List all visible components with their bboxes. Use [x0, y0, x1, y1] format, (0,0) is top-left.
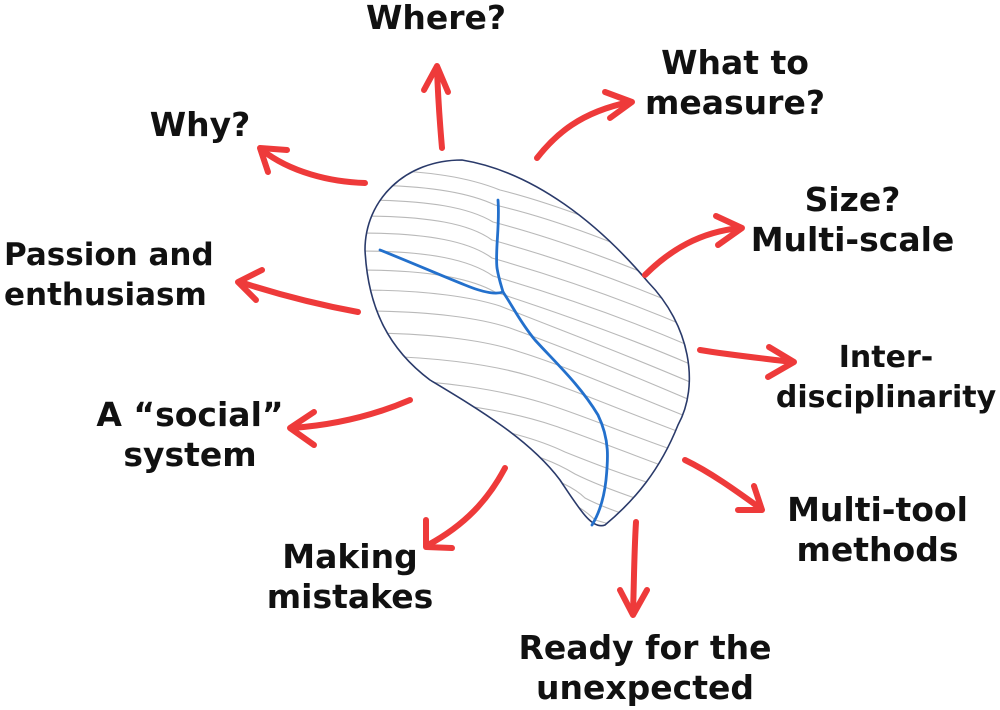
- label-mistakes: Making mistakes: [250, 537, 450, 617]
- label-interdisciplinarity: Inter- disciplinarity: [775, 338, 997, 418]
- arrow-what-to-measure: [534, 89, 635, 161]
- river-network: [378, 198, 609, 527]
- arrow-ready: [617, 519, 650, 618]
- contour-line: [365, 269, 690, 365]
- contour-line: [365, 355, 690, 437]
- label-where: Where?: [336, 0, 536, 38]
- label-passion: Passion and enthusiasm: [4, 235, 244, 315]
- label-line: unexpected: [536, 668, 754, 707]
- arrow-interdisciplinarity: [697, 344, 797, 380]
- arrow-multi-tool: [682, 457, 765, 513]
- arrow-social: [287, 397, 413, 448]
- label-size: Size? Multi-scale: [745, 180, 960, 260]
- label-line: Passion and: [4, 237, 214, 273]
- label-line: mistakes: [266, 577, 434, 616]
- label-social: A “social” system: [85, 395, 295, 475]
- label-line: enthusiasm: [4, 277, 207, 313]
- label-line: Where?: [365, 0, 507, 37]
- label-line: Inter-: [838, 340, 934, 375]
- label-line: A “social”: [96, 395, 284, 434]
- contour-line: [365, 332, 690, 419]
- label-line: measure?: [645, 83, 825, 122]
- label-line: Making: [282, 537, 418, 576]
- contour-line: [365, 169, 690, 261]
- arrow-passion: [235, 267, 361, 315]
- arrow-why: [257, 145, 368, 186]
- label-line: Ready for the: [518, 628, 772, 667]
- label-why: Why?: [135, 105, 265, 145]
- label-line: disciplinarity: [775, 380, 997, 415]
- contour-line: [529, 471, 690, 526]
- label-line: system: [123, 435, 257, 474]
- river-tributary-left: [378, 248, 505, 295]
- river-main-channel: [501, 290, 609, 527]
- arrow-mistakes: [423, 465, 508, 551]
- label-line: What to: [661, 43, 809, 82]
- label-line: methods: [796, 530, 959, 569]
- label-line: Size?: [804, 180, 901, 219]
- contour-line: [365, 310, 690, 401]
- label-what-to-measure: What to measure?: [625, 43, 845, 123]
- contour-line: [365, 232, 690, 329]
- arrow-where: [421, 63, 451, 151]
- contour-line: [365, 250, 690, 347]
- label-line: Multi-scale: [750, 220, 955, 259]
- watershed-outline: [364, 159, 691, 527]
- contour-line: [365, 289, 690, 383]
- label-line: Why?: [149, 105, 251, 144]
- label-line: Multi-tool: [787, 490, 968, 529]
- contour-lines: [365, 169, 690, 526]
- contour-line: [365, 199, 690, 293]
- contour-line: [419, 401, 690, 477]
- arrows: [235, 63, 797, 618]
- river-tributary-top: [495, 198, 505, 294]
- label-multi-tool: Multi-tool methods: [770, 490, 985, 570]
- arrow-size: [642, 213, 745, 278]
- label-ready: Ready for the unexpected: [500, 628, 790, 708]
